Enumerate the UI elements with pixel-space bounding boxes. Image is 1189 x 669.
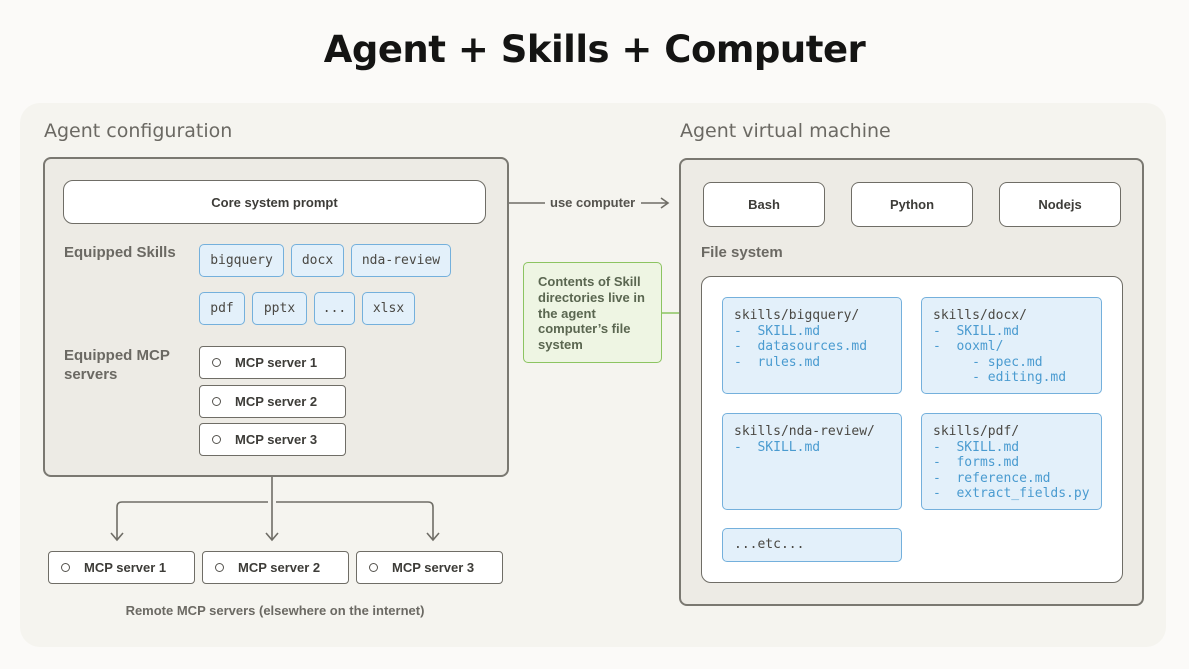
remote-caption: Remote MCP servers (elsewhere on the int… <box>125 603 425 618</box>
remote-mcp-server: MCP server 2 <box>202 551 349 584</box>
skill-dir-nda-review: skills/nda-review/- SKILL.md <box>722 413 902 510</box>
circle-icon <box>369 563 378 572</box>
skill-chip: nda-review <box>351 244 451 277</box>
vm-heading: Agent virtual machine <box>680 120 891 142</box>
skill-chip: bigquery <box>199 244 284 277</box>
skill-dir-pdf: skills/pdf/- SKILL.md- forms.md- referen… <box>921 413 1102 510</box>
file-item: reference.md <box>956 470 1051 486</box>
skill-dirs-note: Contents of Skill directories live in th… <box>523 262 662 363</box>
mcp-server-item: MCP server 2 <box>199 385 346 418</box>
file-item: datasources.md <box>757 339 868 354</box>
file-item: spec.md <box>987 354 1043 370</box>
runtime-python: Python <box>851 182 973 227</box>
file-item: rules.md <box>757 354 821 370</box>
circle-icon <box>212 397 221 406</box>
file-item: SKILL.md <box>956 323 1020 339</box>
remote-mcp-server: MCP server 1 <box>48 551 195 584</box>
circle-icon <box>212 435 221 444</box>
file-system-label: File system <box>701 244 783 261</box>
runtime-nodejs: Nodejs <box>999 182 1121 227</box>
mcp-branch-right <box>276 501 434 540</box>
file-item: SKILL.md <box>757 439 821 455</box>
file-item: editing.md <box>987 370 1067 385</box>
circle-icon <box>215 563 224 572</box>
skill-chip: xlsx <box>362 292 415 325</box>
file-item: SKILL.md <box>757 323 821 339</box>
file-item: extract_fields.py <box>956 486 1090 501</box>
folder-item: ooxml/ <box>956 339 1004 354</box>
use-computer-label: use computer <box>550 195 636 210</box>
skill-chip: pdf <box>199 292 245 325</box>
mcp-server-item: MCP server 1 <box>199 346 346 379</box>
equipped-mcp-label: Equipped MCP servers <box>64 347 170 383</box>
file-item: forms.md <box>956 455 1020 470</box>
circle-icon <box>212 358 221 367</box>
file-item: SKILL.md <box>956 439 1020 455</box>
skill-chip: ... <box>314 292 355 325</box>
use-computer-arrow <box>641 197 670 209</box>
skill-dir-etc: ...etc... <box>722 528 902 562</box>
page-title: Agent + Skills + Computer <box>323 28 866 71</box>
agent-config-heading: Agent configuration <box>44 120 233 142</box>
skill-dir-bigquery: skills/bigquery/- SKILL.md- datasources.… <box>722 297 902 394</box>
skill-chip: pptx <box>252 292 307 325</box>
core-system-prompt: Core system prompt <box>63 180 486 224</box>
circle-icon <box>61 563 70 572</box>
equipped-skills-label: Equipped Skills <box>64 244 176 261</box>
skill-dir-docx: skills/docx/- SKILL.md- ooxml/ - spec.md… <box>921 297 1102 394</box>
runtime-bash: Bash <box>703 182 825 227</box>
mcp-branch-left <box>116 501 268 540</box>
remote-mcp-server: MCP server 3 <box>356 551 503 584</box>
skill-chip: docx <box>291 244 344 277</box>
mcp-server-item: MCP server 3 <box>199 423 346 456</box>
